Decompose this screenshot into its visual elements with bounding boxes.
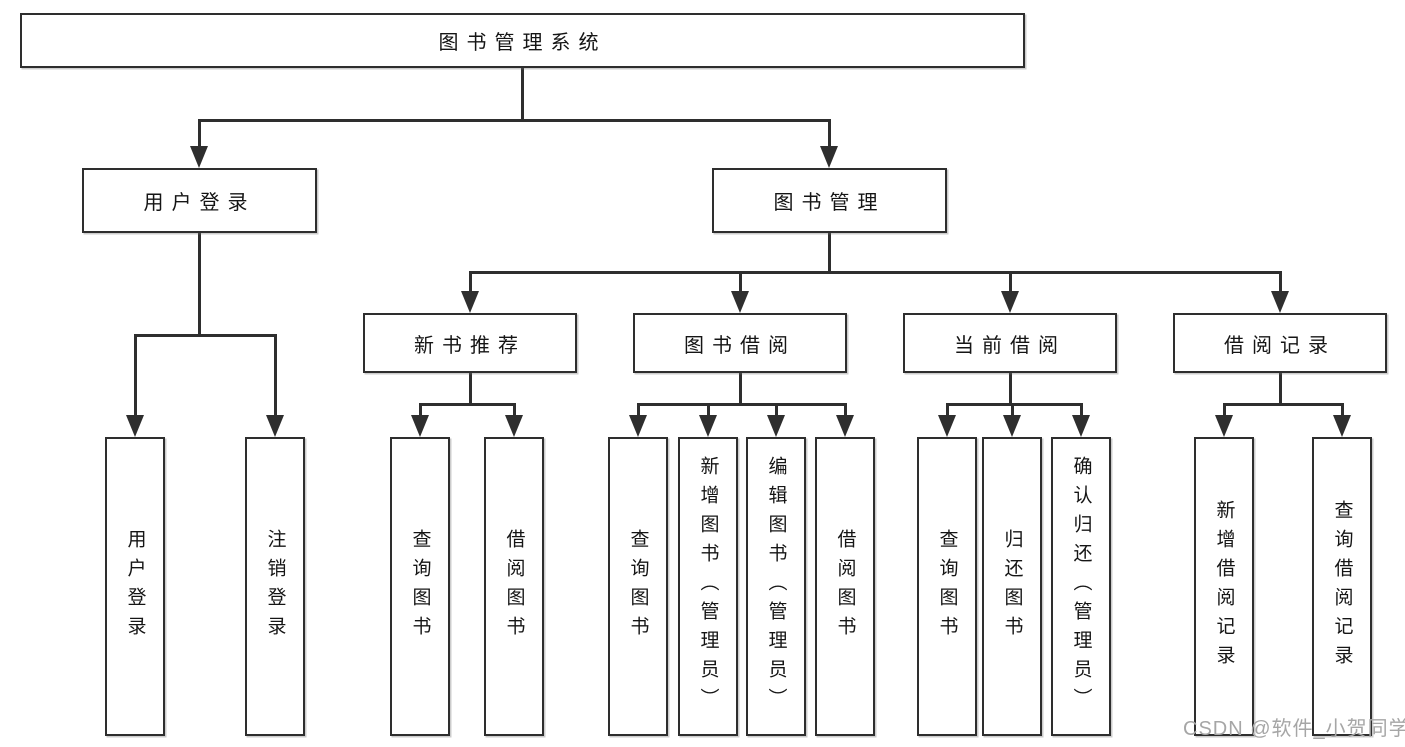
connector-line-v <box>739 271 742 293</box>
leaf-query-books-current: 查询图书 <box>917 437 977 736</box>
connector-line-h <box>637 403 846 406</box>
node-borrowing-records: 借阅记录 <box>1173 313 1387 373</box>
arrow-down-icon <box>1215 415 1233 437</box>
node-label: 借阅记录 <box>1224 334 1336 357</box>
connector-line-v <box>198 233 201 336</box>
leaf-edit-books-admin: 编辑图书（管理员） <box>746 437 806 736</box>
arrow-down-icon <box>126 415 144 437</box>
leaf-label: 查询图书 <box>627 528 649 645</box>
connector-line-h <box>946 403 1082 406</box>
connector-line-v <box>274 334 277 415</box>
leaf-borrow-books: 借阅图书 <box>815 437 875 736</box>
node-label: 当前借阅 <box>954 334 1066 357</box>
connector-line-v <box>1009 271 1012 293</box>
leaf-label: 归还图书 <box>1001 528 1023 645</box>
arrow-down-icon <box>266 415 284 437</box>
connector-line-v <box>469 373 472 405</box>
connector-line-h <box>134 334 276 337</box>
arrow-down-icon <box>836 415 854 437</box>
connector-line-v <box>513 403 516 417</box>
connector-line-v <box>946 403 949 417</box>
node-label: 图书借阅 <box>684 334 796 357</box>
arrow-down-icon <box>461 291 479 313</box>
leaf-add-books-admin: 新增图书（管理员） <box>678 437 738 736</box>
connector-line-v <box>469 271 472 293</box>
connector-line-v <box>1279 373 1282 405</box>
leaf-label: 新增图书（管理员） <box>697 456 719 717</box>
leaf-label: 借阅图书 <box>503 528 525 645</box>
connector-line-v <box>1080 403 1083 417</box>
arrow-down-icon <box>1271 291 1289 313</box>
connector-line-v <box>419 403 422 417</box>
connector-line-v <box>1223 403 1226 417</box>
arrow-down-icon <box>938 415 956 437</box>
leaf-query-books-recommend: 查询图书 <box>390 437 450 736</box>
node-label: 新书推荐 <box>414 334 526 357</box>
leaf-user-login: 用户登录 <box>105 437 165 736</box>
node-label: 图书管理系统 <box>438 32 607 54</box>
node-book-borrowing: 图书借阅 <box>633 313 847 373</box>
node-current-borrowing: 当前借阅 <box>903 313 1117 373</box>
connector-line-v <box>1009 373 1012 405</box>
connector-line-v <box>844 403 847 417</box>
leaf-label: 查询图书 <box>409 528 431 645</box>
node-label: 图书管理 <box>773 192 886 214</box>
arrow-down-icon <box>767 415 785 437</box>
leaf-label: 查询借阅记录 <box>1331 499 1353 674</box>
connector-line-v <box>707 403 710 417</box>
arrow-down-icon <box>1072 415 1090 437</box>
leaf-add-borrow-record: 新增借阅记录 <box>1194 437 1254 736</box>
connector-line-v <box>828 233 831 274</box>
leaf-confirm-return-admin: 确认归还（管理员） <box>1051 437 1111 736</box>
leaf-borrow-books-recommend: 借阅图书 <box>484 437 544 736</box>
arrow-down-icon <box>820 146 838 168</box>
arrow-down-icon <box>699 415 717 437</box>
leaf-label: 用户登录 <box>124 528 146 645</box>
connector-line-v <box>198 119 201 147</box>
arrow-down-icon <box>1001 291 1019 313</box>
arrow-down-icon <box>411 415 429 437</box>
leaf-label: 借阅图书 <box>834 528 856 645</box>
arrow-down-icon <box>1333 415 1351 437</box>
leaf-label: 编辑图书（管理员） <box>765 456 787 717</box>
node-library-system: 图书管理系统 <box>20 13 1025 68</box>
connector-line-h <box>469 271 1282 274</box>
connector-line-v <box>637 403 640 417</box>
connector-line-v <box>134 334 137 415</box>
leaf-query-books-borrowing: 查询图书 <box>608 437 668 736</box>
arrow-down-icon <box>1003 415 1021 437</box>
leaf-return-books: 归还图书 <box>982 437 1042 736</box>
arrow-down-icon <box>629 415 647 437</box>
connector-line-v <box>739 373 742 405</box>
connector-line-h <box>419 403 516 406</box>
connector-line-v <box>1279 271 1282 293</box>
connector-line-v <box>1011 403 1014 417</box>
leaf-label: 新增借阅记录 <box>1213 499 1235 674</box>
node-user-login: 用户登录 <box>82 168 317 233</box>
watermark: CSDN @软件_小贺同学 <box>1183 718 1405 740</box>
arrow-down-icon <box>190 146 208 168</box>
connector-line-h <box>198 119 831 122</box>
connector-line-v <box>828 119 831 147</box>
leaf-query-borrow-record: 查询借阅记录 <box>1312 437 1372 736</box>
connector-line-h <box>1223 403 1343 406</box>
leaf-label: 查询图书 <box>936 528 958 645</box>
node-label: 用户登录 <box>143 192 256 214</box>
leaf-label: 注销登录 <box>264 528 286 645</box>
node-new-book-recommend: 新书推荐 <box>363 313 577 373</box>
leaf-label: 确认归还（管理员） <box>1070 456 1092 717</box>
connector-line-v <box>775 403 778 417</box>
connector-line-v <box>521 68 524 121</box>
node-book-management: 图书管理 <box>712 168 947 233</box>
arrow-down-icon <box>505 415 523 437</box>
leaf-logout: 注销登录 <box>245 437 305 736</box>
connector-line-v <box>1341 403 1344 417</box>
arrow-down-icon <box>731 291 749 313</box>
